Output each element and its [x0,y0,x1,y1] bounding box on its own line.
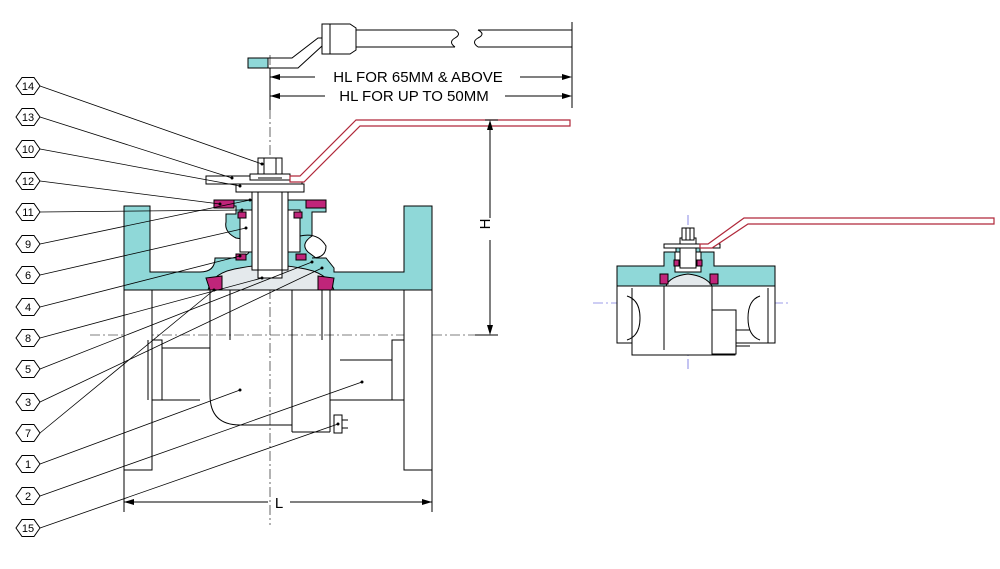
part-number-label: 11 [22,207,33,219]
height-label: H [477,219,494,230]
part-number-label: 6 [25,270,31,282]
large-handle-detail [247,22,573,69]
hl-dimensions: HL FOR 65MM & ABOVE HL FOR UP TO 50MM [269,56,573,110]
leader-arrowhead [244,226,248,230]
part-number-bubble [15,329,41,347]
leader-arrowhead [260,162,264,166]
part-number-label: 13 [22,112,34,124]
leader-line [39,277,263,339]
part-number-label: 9 [25,239,31,251]
leader-line [39,261,313,370]
leader-arrowhead [260,276,264,280]
leader-arrowhead [310,260,314,264]
leader-arrowhead [238,254,242,258]
leader-line [39,209,243,213]
leader-arrowhead [336,422,340,426]
leader-arrowhead [240,208,244,212]
leader-arrowhead [320,266,324,270]
leader-line [39,255,241,308]
leader-line [39,199,251,245]
part-number-bubble [15,298,41,316]
part-number-label: 10 [22,144,34,156]
l-dimension: L [123,470,433,512]
part-number-label: 14 [22,81,34,93]
leader-arrowhead [212,288,216,292]
stem-nut [257,157,283,177]
leader-arrowhead [238,184,242,188]
leader-line [39,389,241,465]
hl-small-label: HL FOR UP TO 50MM [339,88,488,105]
leader-line [39,381,363,497]
h-dimension: H [475,119,498,336]
leader-arrowhead [360,380,364,384]
part-number-bubble [15,487,41,505]
leader-arrowhead [248,198,252,202]
part-number-bubble [15,172,41,190]
part-number-bubble [15,77,41,95]
part-number-bubble [15,393,41,411]
part-number-label: 8 [25,333,31,345]
hl-large-label: HL FOR 65MM & ABOVE [333,69,503,86]
part-number-bubble [15,519,41,537]
part-number-bubble [15,455,41,473]
part-number-bubble [15,140,41,158]
part-number-bubble [15,235,41,253]
leader-line [39,289,215,434]
small-valve-view [593,215,995,372]
leader-line [39,180,221,205]
leader-line [39,227,247,276]
part-number-bubble [15,108,41,126]
leader-arrowhead [218,202,222,206]
leader-line [39,267,323,403]
part-number-label: 15 [22,523,34,535]
seat-left [205,275,223,291]
lever-handle [289,119,571,183]
part-number-label: 7 [25,428,31,440]
valve-body-lower [123,289,433,471]
part-number-bubble [15,424,41,442]
leader-line [39,85,263,165]
part-number-label: 2 [25,491,31,503]
part-number-label: 1 [25,459,31,471]
main-valve-section [90,55,571,525]
leader-arrowhead [230,176,234,180]
part-number-label: 4 [25,302,31,314]
part-number-bubble [15,266,41,284]
part-number-label: 3 [25,397,31,409]
part-number-bubble [15,203,41,221]
seat-right [317,275,335,291]
part-number-label: 12 [22,176,34,188]
small-lever-handle [699,217,995,249]
part-number-bubble [15,360,41,378]
leader-line [39,116,233,179]
leader-arrowhead [238,388,242,392]
length-label: L [275,495,283,512]
leader-line [39,148,241,187]
leader-line [39,423,339,529]
part-number-label: 5 [25,364,31,376]
